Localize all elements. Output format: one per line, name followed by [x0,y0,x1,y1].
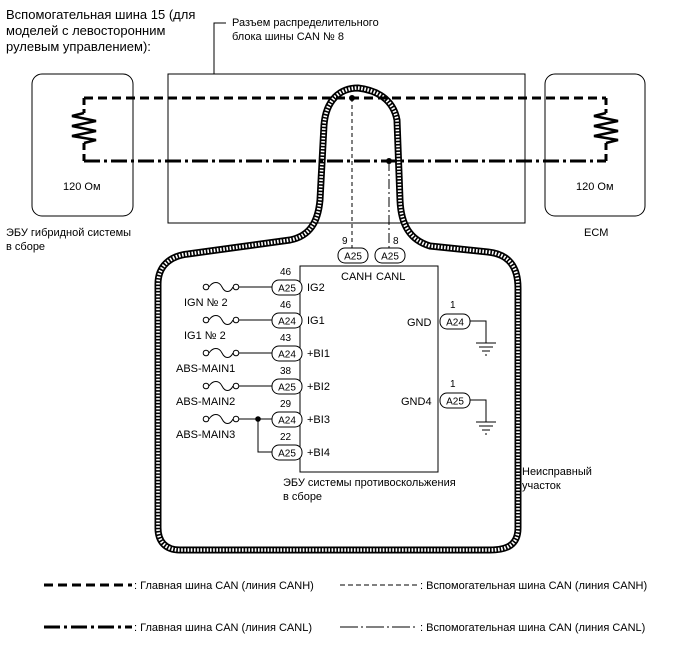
bi3-terminal-label: +BI3 [307,414,330,426]
bi3-connector-id: A24 [278,416,296,427]
ig1-connector [271,312,303,329]
junction-connector-label: Разъем распределительного блока шины CAN… [213,17,379,74]
ig2-terminal-label: IG2 [307,282,325,294]
ig2-fuse-label: IGN № 2 [184,297,228,309]
canh-pin-number: 9 [342,236,348,247]
ground-icon [476,421,496,435]
legend: : Главная шина CAN (линия CANH) : Вспомо… [44,580,647,634]
bi2-connector-id: A25 [278,383,296,394]
bi2-connector [271,378,303,395]
bi2-pin-number: 38 [280,366,292,377]
hybrid-ecu-box [31,73,134,217]
legend-label-main-canh: : Главная шина CAN (линия CANH) [134,580,314,592]
fuse-terminal [232,349,240,357]
fuse-terminal [202,316,210,324]
title-line-2: моделей с левосторонним [6,23,165,38]
fuse-terminal [202,382,210,390]
bi2-fuse-label: ABS-MAIN2 [176,396,235,408]
title-line-3: рулевым управлением): [6,39,151,54]
gnd-pin-number: 1 [450,300,456,311]
skid-ecu-label-2: в сборе [283,491,322,503]
gnd4-connector-id: A25 [446,397,464,408]
fuse-icon [208,348,234,358]
junction-label-line-1: Разъем распределительного [232,17,379,29]
bi1-connector-id: A24 [278,350,296,361]
main-canh-line [82,96,608,161]
fuse-icon [208,414,234,424]
ig2-pin-number: 46 [280,267,292,278]
canl-connector-id: A25 [381,252,399,263]
gnd-terminal-label: GND [407,317,432,329]
bi3-pin-number: 29 [280,399,292,410]
gnd-connector-id: A24 [446,318,464,329]
junction-connector-box [167,73,526,224]
ground-gnd: GND 1 A24 [407,300,496,356]
ig2-connector-id: A25 [278,284,296,295]
faulty-area-label-1: Неисправный [522,466,592,478]
fuse-terminal [202,283,210,291]
ig1-fuse-label: IG1 № 2 [184,330,226,342]
bi4-pin-number: 22 [280,432,292,443]
skid-ecu-label-1: ЭБУ системы противоскольжения [283,477,456,489]
fuse-terminal [202,349,210,357]
bi2-terminal-label: +BI2 [307,381,330,393]
title-block: Вспомогательная шина 15 (для моделей с л… [6,7,195,54]
ground-icon [476,342,496,356]
left-resistance-label: 120 Ом [63,181,101,193]
ig1-connector-id: A24 [278,317,296,328]
bi3-connector [271,411,303,428]
bi1-terminal-label: +BI1 [307,348,330,360]
legend-label-sub-canh: : Вспомогательная шина CAN (линия CANH) [420,580,647,592]
power-input-ig1: 46 A24 IG1 IG1 № 2 [184,300,325,342]
power-input-ig2: 46 A25 IG2 IGN № 2 [184,267,325,309]
power-input-bi1: 43 A24 +BI1 ABS-MAIN1 [176,333,330,375]
canh-connector [337,247,369,264]
bi1-pin-number: 43 [280,333,292,344]
power-input-bi2: 38 A25 +BI2 ABS-MAIN2 [176,366,330,408]
hybrid-ecu-label-2: в сборе [6,241,45,253]
power-input-bi3-bi4: 29 A24 +BI3 ABS-MAIN3 22 A25 +BI4 [176,399,330,461]
junction-label-line-2: блока шины CAN № 8 [232,31,344,43]
legend-label-sub-canl: : Вспомогательная шина CAN (линия CANL) [420,622,645,634]
ig1-terminal-label: IG1 [307,315,325,327]
canh-terminal-label: CANH [341,271,372,283]
ecm-box [544,73,646,217]
left-resistor [71,111,97,145]
canl-pin-number: 8 [393,236,399,247]
bi1-fuse-label: ABS-MAIN1 [176,363,235,375]
ground-gnd4: GND4 1 A25 [401,379,496,435]
skid-control-ecu-box [299,265,439,473]
right-resistance-label: 120 Ом [576,181,614,193]
fuse-icon [208,282,234,292]
right-resistor [593,111,619,145]
bi3-fuse-label: ABS-MAIN3 [176,429,235,441]
bi4-connector [271,444,303,461]
fuse-icon [208,315,234,325]
bi4-terminal-label: +BI4 [307,447,330,459]
fuse-icon [208,381,234,391]
ecm-label: ECM [584,227,608,239]
legend-label-main-canl: : Главная шина CAN (линия CANL) [134,622,312,634]
bi4-connector-id: A25 [278,449,296,460]
fuse-terminal [232,415,240,423]
fuse-terminal [232,283,240,291]
gnd4-terminal-label: GND4 [401,396,432,408]
hybrid-ecu-label-1: ЭБУ гибридной системы [6,227,131,239]
faulty-area-outline [154,84,522,554]
ig1-pin-number: 46 [280,300,292,311]
canh-connector-id: A25 [344,252,362,263]
fuse-terminal [232,316,240,324]
ig2-connector [271,279,303,296]
canl-terminal-label: CANL [376,271,405,283]
canl-connector [374,247,406,264]
fuse-terminal [202,415,210,423]
faulty-area-label-2: участок [522,480,561,492]
gnd4-pin-number: 1 [450,379,456,390]
bi1-connector [271,345,303,362]
junction-leader-line [213,22,226,74]
title-line-1: Вспомогательная шина 15 (для [6,7,195,22]
fuse-terminal [232,382,240,390]
